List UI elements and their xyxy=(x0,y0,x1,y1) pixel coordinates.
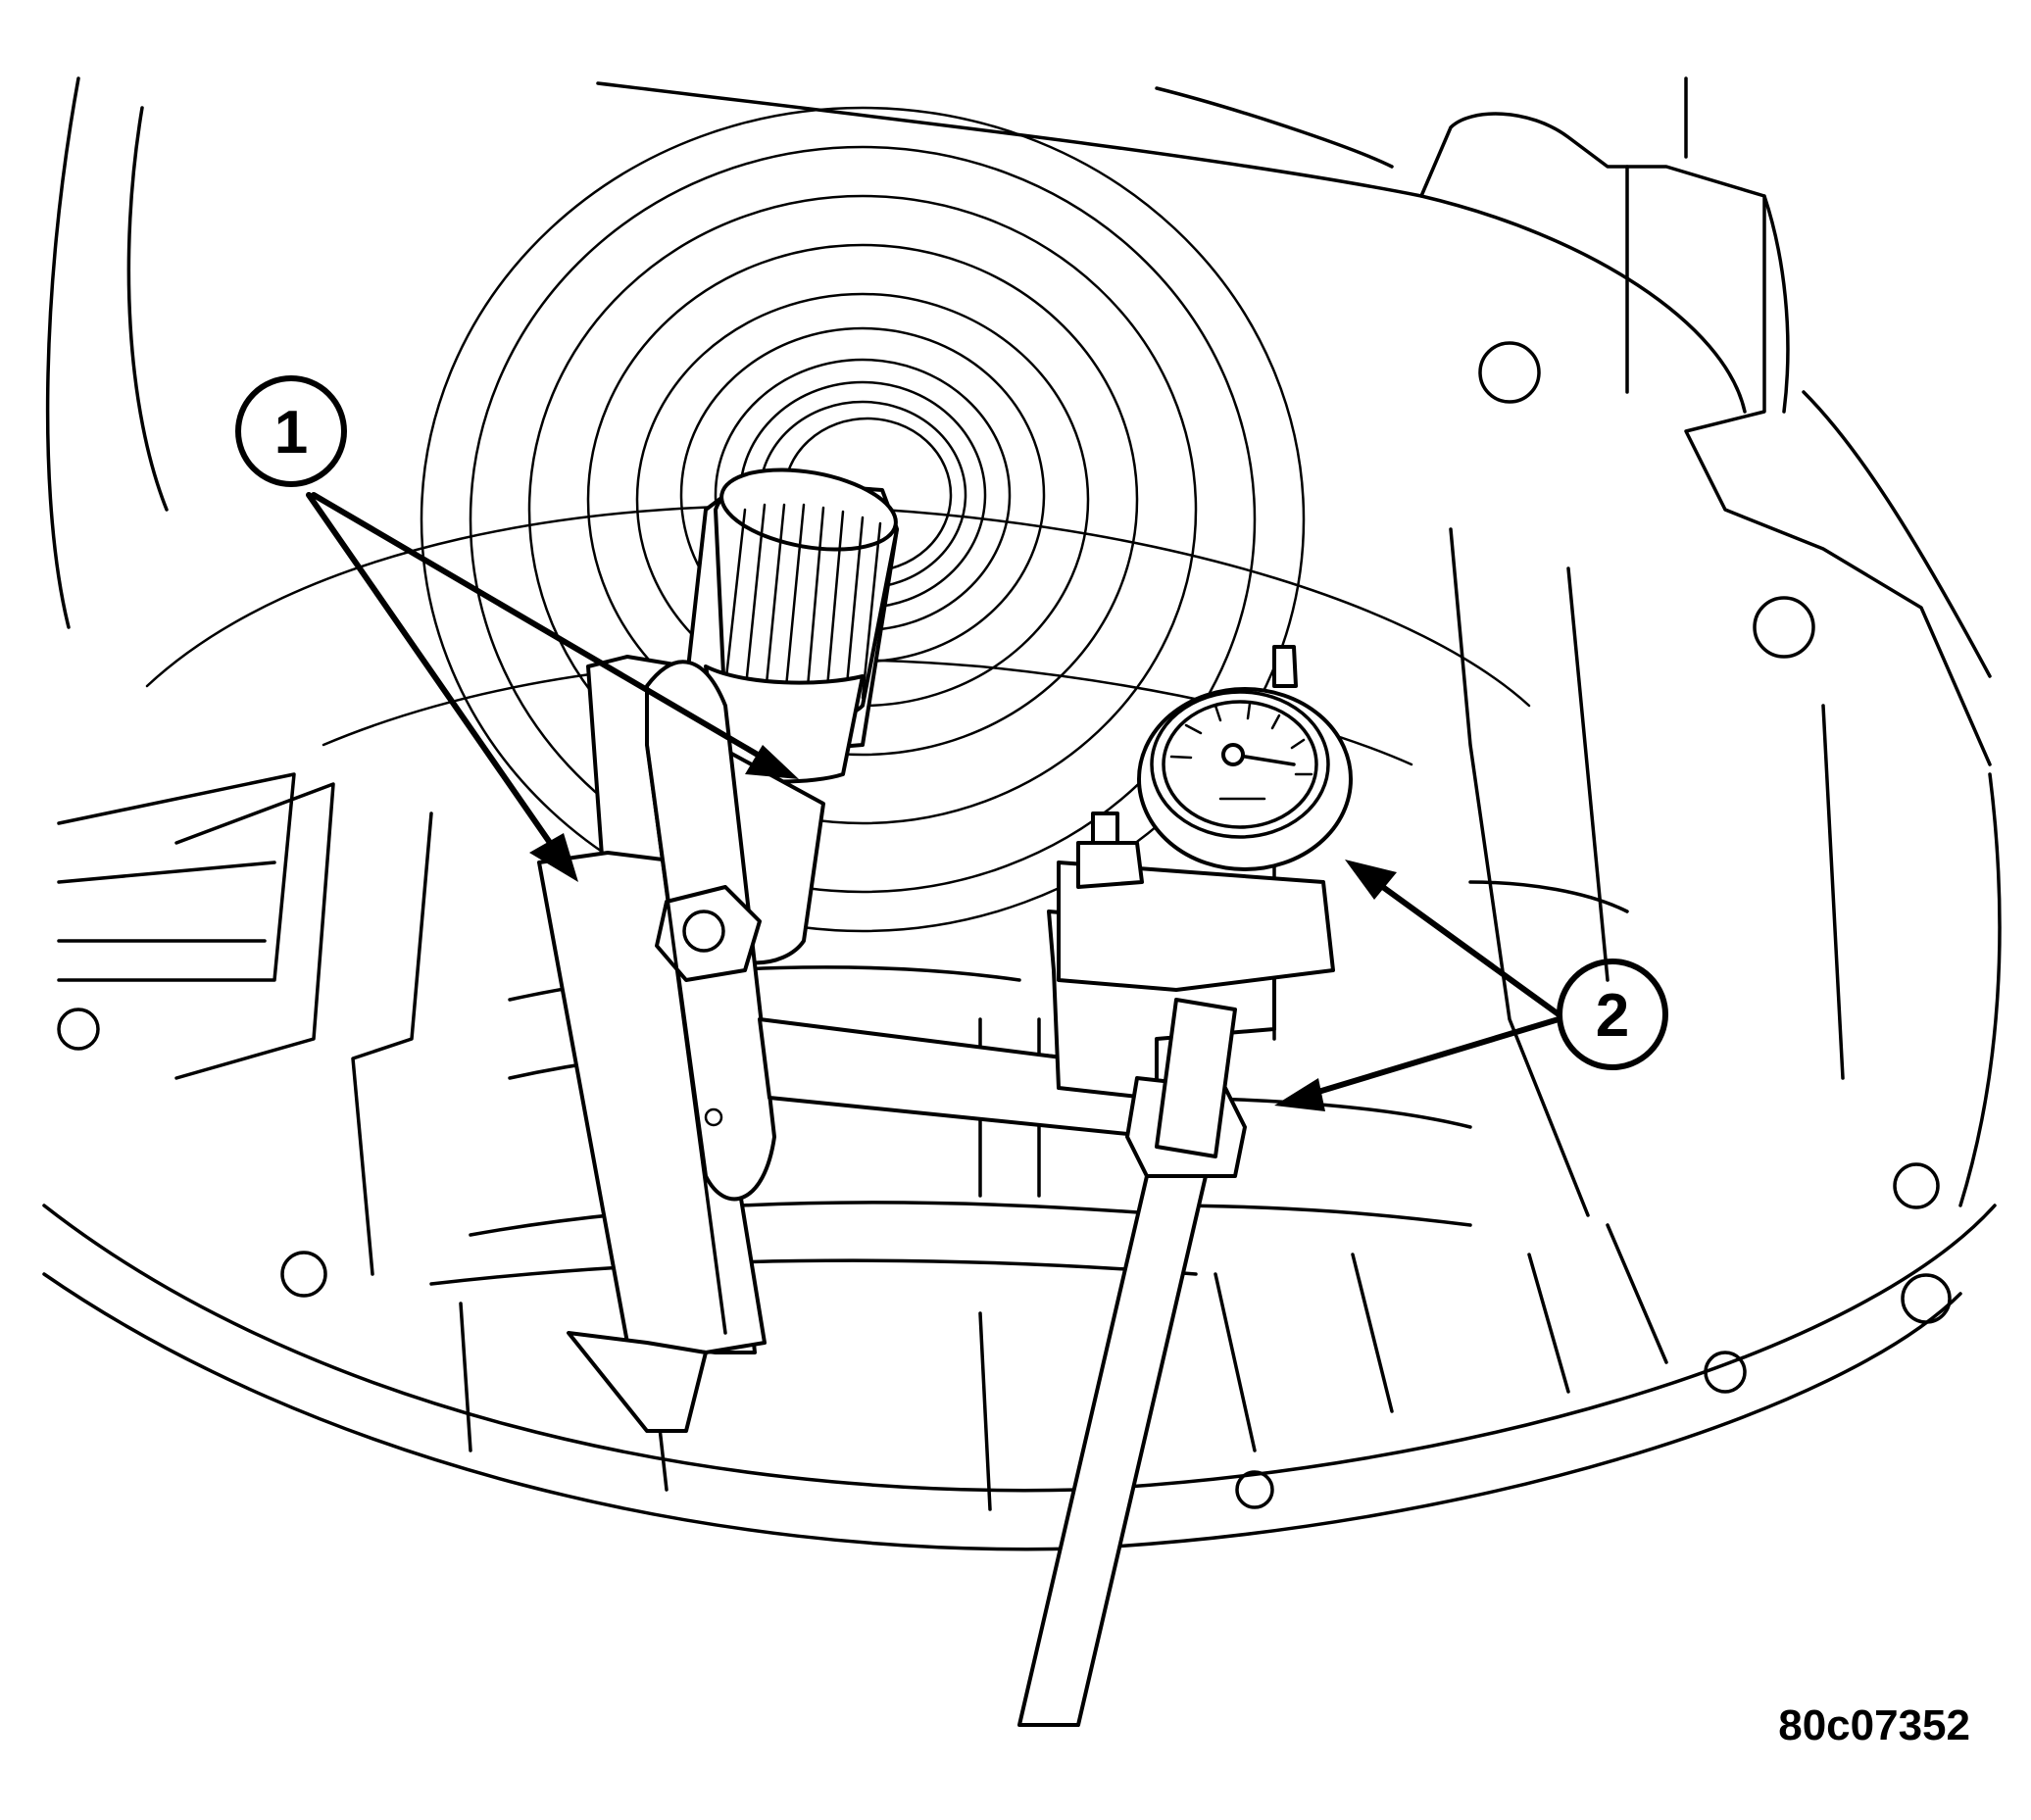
callout-2: 2 xyxy=(1557,959,1668,1070)
figure-reference-number: 80c07352 xyxy=(1778,1701,1970,1749)
case-ribs xyxy=(57,772,1668,1511)
callout-1: 1 xyxy=(235,375,347,487)
callout-1-leaders xyxy=(306,492,799,882)
transmission-housing xyxy=(42,76,2002,1551)
callout-2-leaders xyxy=(1274,860,1561,1111)
callout-1-label: 1 xyxy=(274,399,308,467)
dial-indicator xyxy=(758,645,1353,1727)
callout-2-label: 2 xyxy=(1596,982,1629,1050)
puller-tool xyxy=(537,655,776,1433)
